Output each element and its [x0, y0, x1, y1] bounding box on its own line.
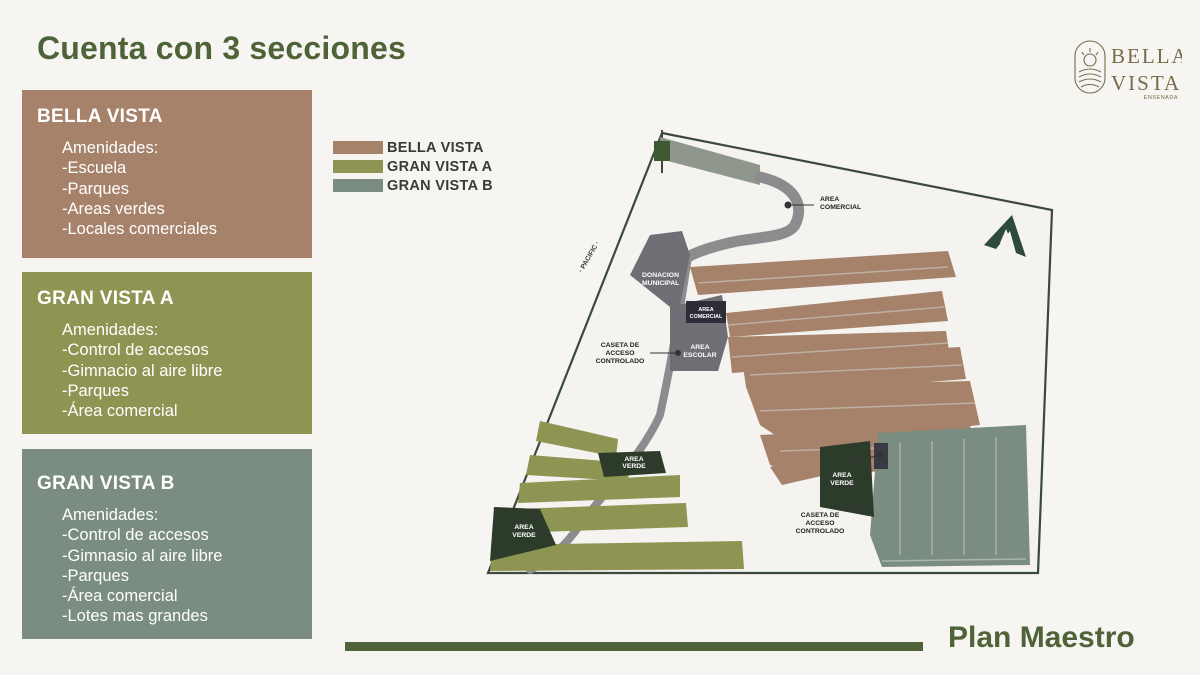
logo-subtitle: ENSENADA: [1144, 95, 1178, 101]
gran-vista-a-zone: [490, 421, 744, 571]
section-panel-gran-vista-a: GRAN VISTA A Amenidades: -Control de acc…: [22, 272, 312, 434]
section-panel-gran-vista-b: GRAN VISTA B Amenidades: -Control de acc…: [22, 449, 312, 639]
amenity-item: -Gimnasio al aire libre: [62, 546, 223, 565]
label-donacion: DONACION: [642, 272, 679, 279]
top-lot-strip: [660, 137, 760, 185]
section-title: GRAN VISTA B: [37, 473, 175, 494]
amenity-item: -Escuela: [62, 159, 127, 178]
amenity-item: -Control de accesos: [62, 526, 209, 545]
amenities-list: -Escuela -Parques -Areas verdes -Locales…: [62, 158, 297, 239]
legend-item-gran-vista-a: GRAN VISTA A: [333, 157, 493, 176]
legend-label: GRAN VISTA B: [387, 177, 493, 194]
label-pointers: [650, 201, 883, 512]
footer-title: Plan Maestro: [948, 621, 1135, 654]
logo-line2: VISTA: [1111, 71, 1181, 95]
amenity-item: -Lotes mas grandes: [62, 607, 208, 626]
map-labels: AREA COMERCIAL DONACION MUNICIPAL AREA C…: [512, 196, 861, 539]
donacion-municipal-zone: [630, 231, 690, 307]
label-caseta: CONTROLADO: [796, 528, 845, 535]
amenities-list: -Control de accesos -Gimnasio al aire li…: [62, 525, 297, 626]
label-caseta: CASETA DE: [601, 342, 640, 349]
label-area-escolar: AREA: [690, 344, 709, 351]
logo-emblem-icon: [1074, 40, 1106, 94]
amenity-item: -Gimnacio al aire libre: [62, 361, 223, 380]
label-area-comercial: COMERCIAL: [820, 204, 861, 211]
legend-swatch: [333, 141, 383, 154]
legend-item-bella-vista: BELLA VISTA: [333, 138, 493, 157]
gran-vista-b-streets: [881, 437, 1027, 562]
amenities-label: Amenidades:: [62, 139, 159, 157]
area-verde-zone: [490, 507, 556, 561]
section-title: BELLA VISTA: [37, 106, 163, 127]
amenity-item: -Areas verdes: [62, 199, 165, 218]
road-label: · PACIFIC ·: [578, 240, 602, 274]
label-caseta: ACCESO: [805, 520, 834, 527]
label-area-verde: AREA: [514, 524, 533, 531]
page-title: Cuenta con 3 secciones: [37, 30, 406, 66]
area-verde-zone: [598, 451, 666, 477]
area-comercial-small-zone: [686, 301, 726, 323]
amenity-item: -Parques: [62, 381, 129, 400]
amenities-list: -Control de accesos -Gimnacio al aire li…: [62, 340, 297, 421]
label-area-verde: VERDE: [512, 532, 536, 539]
label-area-verde: AREA: [624, 456, 643, 463]
master-plan-map: · PACIFIC · AREA COMERCIAL DONACION MUNI…: [486, 130, 1054, 575]
legend-swatch: [333, 160, 383, 173]
amenity-item: -Control de accesos: [62, 341, 209, 360]
amenities-label: Amenidades:: [62, 506, 159, 524]
tree-cluster: [654, 141, 670, 161]
legend-item-gran-vista-b: GRAN VISTA B: [333, 176, 493, 195]
label-donacion: MUNICIPAL: [642, 280, 679, 287]
label-area-verde: VERDE: [830, 480, 854, 487]
footer-divider: [345, 642, 923, 651]
legend-label: BELLA VISTA: [387, 139, 484, 156]
section-panel-bella-vista: BELLA VISTA Amenidades: -Escuela -Parque…: [22, 90, 312, 258]
section-title: GRAN VISTA A: [37, 288, 174, 309]
label-area-escolar: ESCOLAR: [683, 352, 716, 359]
amenity-item: -Área comercial: [62, 587, 178, 606]
label-area-comercial-small: AREA: [698, 307, 713, 313]
label-caseta: ACCESO: [605, 350, 634, 357]
legend-label: GRAN VISTA A: [387, 158, 493, 175]
amenities-label: Amenidades:: [62, 321, 159, 339]
label-caseta: CONTROLADO: [596, 358, 645, 365]
amenity-item: -Área comercial: [62, 402, 178, 421]
north-arrow-icon: [984, 215, 1026, 257]
label-area-comercial-small: COMERCIAL: [690, 314, 723, 320]
label-caseta: CASETA DE: [801, 512, 840, 519]
area-verde-zone: [820, 441, 874, 517]
label-area-verde: AREA: [832, 472, 851, 479]
gran-vista-b-zone: [870, 425, 1030, 567]
amenity-item: -Parques: [62, 566, 129, 585]
label-area-comercial: AREA: [820, 196, 839, 203]
map-legend: BELLA VISTA GRAN VISTA A GRAN VISTA B: [333, 138, 493, 195]
legend-swatch: [333, 179, 383, 192]
amenity-item: -Locales comerciales: [62, 220, 217, 239]
logo-line1: BELLA: [1111, 44, 1182, 68]
label-area-verde: VERDE: [622, 463, 646, 470]
amenity-item: -Parques: [62, 179, 129, 198]
bella-vista-logo: BELLA VISTA ENSENADA: [1074, 40, 1182, 101]
